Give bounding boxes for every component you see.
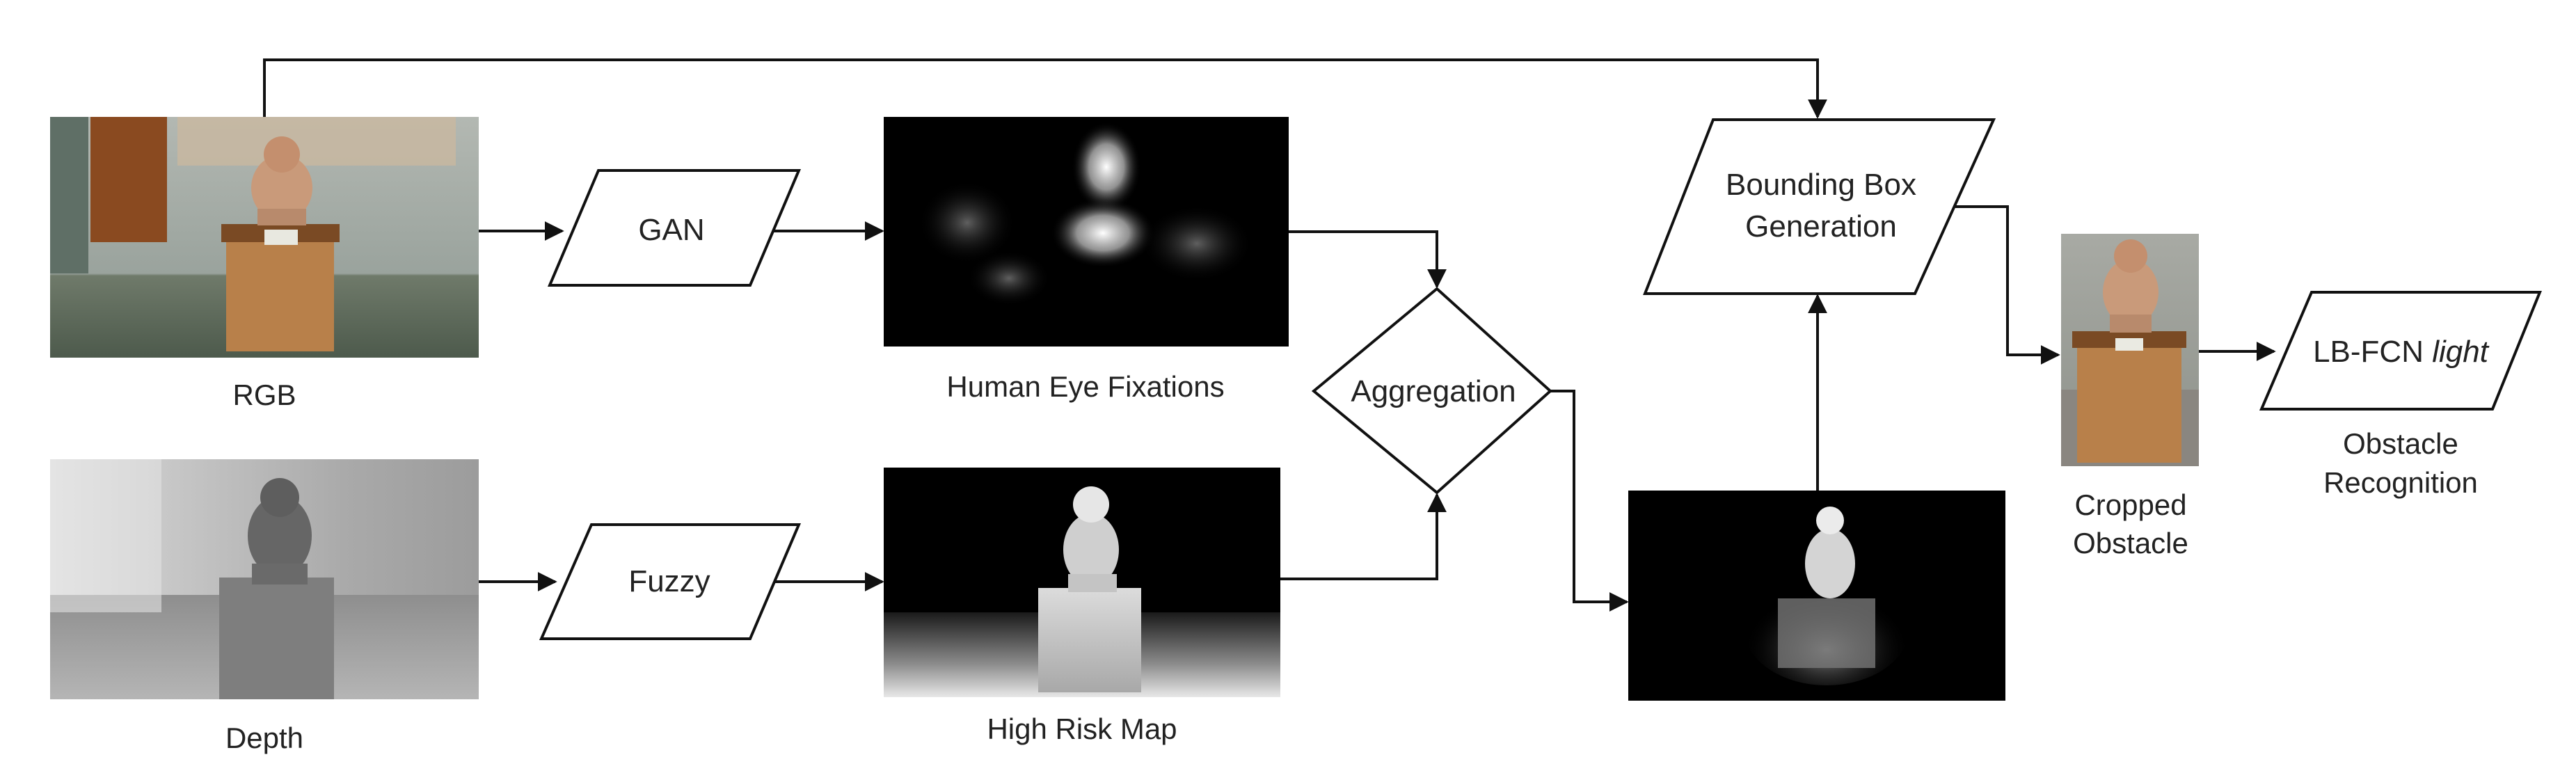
cropped-caption-line1: Cropped <box>2074 488 2186 521</box>
pedestal-shape <box>226 226 334 351</box>
rgb-caption: RGB <box>232 379 296 411</box>
edge-aggregation-to-map <box>1550 390 1629 612</box>
recognition-caption-line2: Recognition <box>2323 466 2478 499</box>
lbfcn-label-italic: light <box>2432 335 2489 369</box>
aggregation-label: Aggregation <box>1351 374 1516 408</box>
lbfcn-label: LB-FCN light <box>2313 335 2490 369</box>
edge-bbox-to-cropped <box>1955 205 2060 365</box>
bbox-label-line2: Generation <box>1745 209 1897 244</box>
aggregation-node: Aggregation <box>1311 287 1552 495</box>
fixations-caption: Human Eye Fixations <box>946 370 1224 403</box>
cropped-image <box>2061 234 2199 466</box>
edge-fixations-to-aggregation <box>1289 230 1447 289</box>
gan-label: GAN <box>638 213 704 247</box>
fuzzy-node: Fuzzy <box>539 523 802 640</box>
lbfcn-label-main: LB-FCN <box>2313 335 2432 369</box>
aggregated-image <box>1628 491 2005 701</box>
depth-image <box>50 459 479 699</box>
risk-caption: High Risk Map <box>987 713 1177 745</box>
edge-risk-to-aggregation <box>1280 493 1447 580</box>
risk-image <box>884 468 1280 697</box>
depth-caption: Depth <box>225 722 303 754</box>
gan-node: GAN <box>547 169 802 287</box>
cropped-caption-line2: Obstacle <box>2073 527 2188 559</box>
bbox-label-line1: Bounding Box <box>1726 168 1916 202</box>
fixations-image <box>884 117 1289 347</box>
bbox-node: Bounding Box Generation <box>1643 118 1996 295</box>
edge-rgb-to-bbox <box>263 58 1827 119</box>
recognition-caption-line1: Obstacle <box>2343 427 2458 460</box>
rgb-image <box>50 117 479 358</box>
statue-shape <box>251 154 312 221</box>
door-shape <box>90 117 167 242</box>
fuzzy-label: Fuzzy <box>628 564 710 598</box>
lbfcn-node: LB-FCN light <box>2259 291 2542 411</box>
